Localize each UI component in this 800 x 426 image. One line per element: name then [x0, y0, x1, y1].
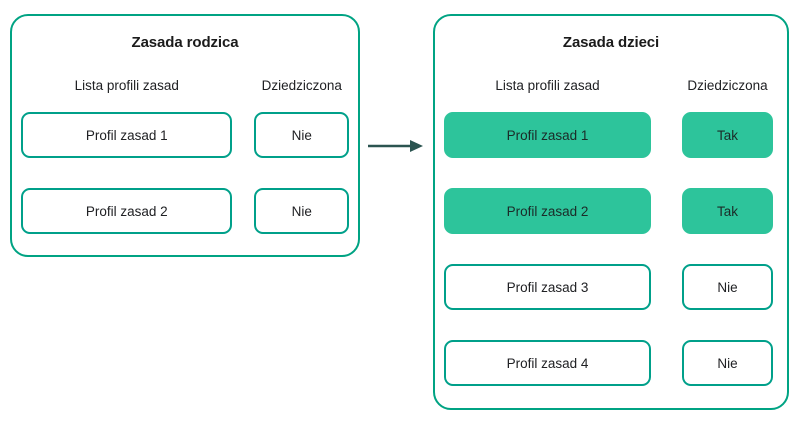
parent-policy-panel: Zasada rodzica Lista profili zasad Dzied… [10, 14, 360, 257]
parent-policy-title: Zasada rodzica [131, 34, 239, 51]
column-header-profile-list: Lista profili zasad [495, 78, 600, 93]
inherited-status-card[interactable]: Nie [682, 340, 773, 386]
children-policy-title: Zasada dzieci [562, 34, 660, 51]
parent-policy-column-headers: Lista profili zasad Dziedziczona [12, 78, 358, 93]
inherited-status-card[interactable]: Nie [254, 188, 349, 234]
policy-profile-card[interactable]: Profil zasad 3 [444, 264, 651, 310]
column-header-inherited: Dziedziczona [261, 78, 342, 93]
inherited-status-card[interactable]: Tak [682, 188, 773, 234]
table-row: Profil zasad 3 Nie [444, 264, 778, 310]
table-row: Profil zasad 2 Tak [444, 188, 778, 234]
policy-profile-card[interactable]: Profil zasad 2 [21, 188, 233, 234]
table-row: Profil zasad 4 Nie [444, 340, 778, 386]
inherited-status-card[interactable]: Nie [682, 264, 773, 310]
policy-profile-card[interactable]: Profil zasad 2 [444, 188, 651, 234]
inherited-status-card[interactable]: Tak [682, 112, 773, 158]
children-policy-column-headers: Lista profili zasad Dziedziczona [435, 78, 787, 93]
table-row: Profil zasad 1 Nie [21, 112, 349, 158]
table-row: Profil zasad 1 Tak [444, 112, 778, 158]
inherited-status-card[interactable]: Nie [254, 112, 349, 158]
parent-policy-rows: Profil zasad 1 Nie Profil zasad 2 Nie [21, 112, 349, 234]
column-header-profile-list: Lista profili zasad [74, 78, 179, 93]
column-header-inherited: Dziedziczona [687, 78, 768, 93]
table-row: Profil zasad 2 Nie [21, 188, 349, 234]
children-policy-rows: Profil zasad 1 Tak Profil zasad 2 Tak Pr… [444, 112, 778, 386]
policy-profile-card[interactable]: Profil zasad 1 [21, 112, 233, 158]
policy-profile-card[interactable]: Profil zasad 4 [444, 340, 651, 386]
children-policy-panel: Zasada dzieci Lista profili zasad Dziedz… [433, 14, 789, 410]
policy-profile-card[interactable]: Profil zasad 1 [444, 112, 651, 158]
arrow-right-icon [368, 137, 424, 155]
